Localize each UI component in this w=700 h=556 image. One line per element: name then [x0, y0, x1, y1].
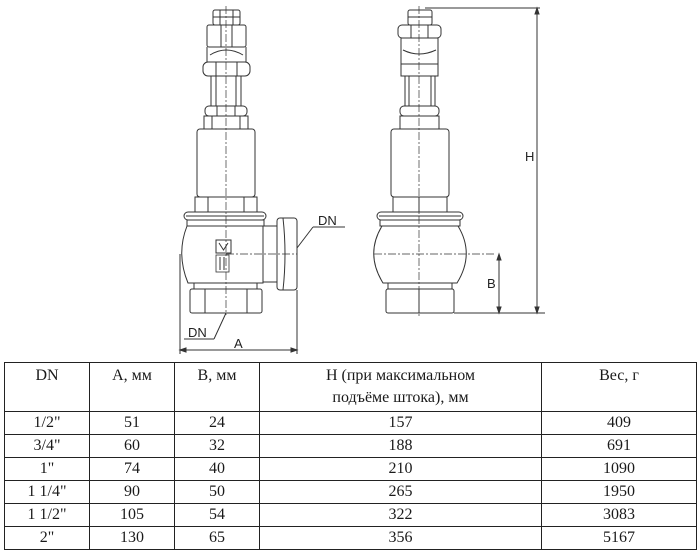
cell-dn: 1" [4, 457, 90, 481]
cell-h: 157 [259, 411, 542, 435]
table-row: 2" 130 65 356 5167 [4, 526, 697, 550]
valve-front-view [373, 6, 545, 316]
cell-dn: 2" [4, 526, 90, 550]
table-row: 1 1/2" 105 54 322 3083 [4, 503, 697, 527]
header-a: А, мм [89, 362, 175, 412]
cell-dn: 1/2" [4, 411, 90, 435]
cell-weight: 409 [541, 411, 697, 435]
cell-weight: 691 [541, 434, 697, 458]
cell-a: 90 [89, 480, 175, 504]
cell-weight: 1090 [541, 457, 697, 481]
cell-h: 210 [259, 457, 542, 481]
cell-b: 40 [174, 457, 260, 481]
table-row: 1" 74 40 210 1090 [4, 457, 697, 481]
cell-b: 50 [174, 480, 260, 504]
technical-drawing: DN DN A H B [178, 6, 545, 354]
dn-bottom-label: DN [188, 325, 207, 340]
cell-b: 54 [174, 503, 260, 527]
cell-dn: 1 1/2" [4, 503, 90, 527]
header-weight: Вес, г [541, 362, 697, 412]
header-dn: DN [4, 362, 90, 412]
cell-b: 32 [174, 434, 260, 458]
cell-a: 130 [89, 526, 175, 550]
cell-h: 356 [259, 526, 542, 550]
cell-a: 74 [89, 457, 175, 481]
cell-h: 322 [259, 503, 542, 527]
header-h-line2: подъёме штока), мм [332, 389, 469, 406]
header-h: Н (при максимальном подъёме штока), мм [259, 362, 542, 412]
cell-h: 188 [259, 434, 542, 458]
cell-h: 265 [259, 480, 542, 504]
table-row: 1/2" 51 24 157 409 [4, 411, 697, 435]
table-row: 3/4" 60 32 188 691 [4, 434, 697, 458]
cell-a: 105 [89, 503, 175, 527]
table-row: 1 1/4" 90 50 265 1950 [4, 480, 697, 504]
cell-b: 24 [174, 411, 260, 435]
cell-weight: 3083 [541, 503, 697, 527]
dimension-b-label: B [487, 276, 496, 291]
dimension-h-label: H [525, 149, 535, 164]
dn-side-label: DN [318, 213, 337, 228]
cell-a: 60 [89, 434, 175, 458]
table-header-row: DN А, мм В, мм Н (при максимальном подъё… [4, 362, 697, 412]
valve-drawings [178, 6, 545, 354]
header-h-line1: Н (при максимальном [325, 367, 476, 384]
cell-a: 51 [89, 411, 175, 435]
valve-side-view [178, 6, 345, 354]
header-b: В, мм [174, 362, 260, 412]
dimension-a-label: A [234, 336, 243, 351]
cell-b: 65 [174, 526, 260, 550]
specification-table: DN А, мм В, мм Н (при максимальном подъё… [4, 362, 697, 550]
cell-weight: 5167 [541, 526, 697, 550]
cell-dn: 3/4" [4, 434, 90, 458]
cell-dn: 1 1/4" [4, 480, 90, 504]
cell-weight: 1950 [541, 480, 697, 504]
